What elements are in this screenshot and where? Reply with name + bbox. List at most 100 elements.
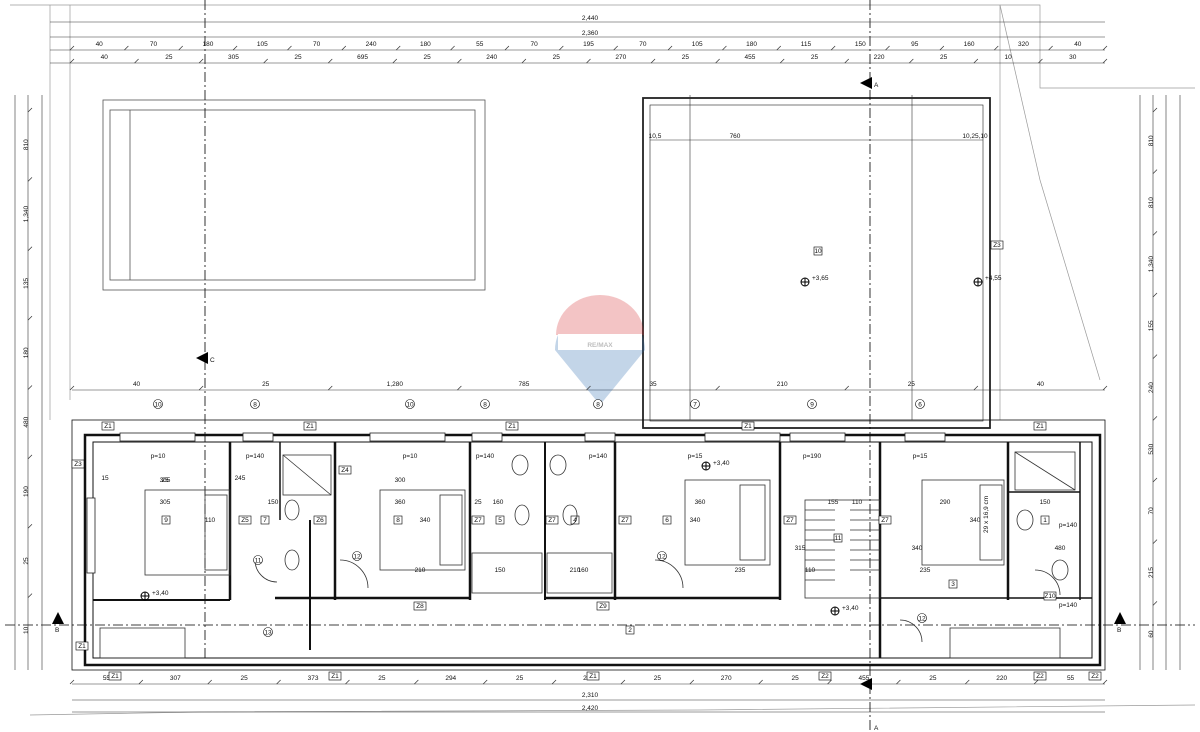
interior-dim: 155 <box>828 499 839 506</box>
z-label: Z7 <box>548 517 556 524</box>
dim-tick <box>395 45 401 51</box>
dim-value: 25 <box>811 54 819 61</box>
room-number: 3 <box>951 581 955 588</box>
interior-dim: 110 <box>805 567 816 574</box>
level-3: +3,40 <box>152 590 169 597</box>
dim-value: 115 <box>801 41 812 48</box>
dim-value: 195 <box>583 41 594 48</box>
dim-value: 270 <box>615 54 626 61</box>
dim-value: 25 <box>929 675 937 682</box>
dim-value: 160 <box>964 41 975 48</box>
z-label-box <box>338 465 352 475</box>
dim-value: 25 <box>791 675 799 682</box>
dim-tick <box>1048 45 1053 51</box>
section-b-left: B <box>55 627 59 634</box>
interior-dim: 315 <box>795 545 806 552</box>
room-circle <box>153 399 163 409</box>
dim-tick <box>1102 45 1108 51</box>
room-circle <box>253 555 263 565</box>
dim-value: 105 <box>257 41 268 48</box>
dim-tick <box>178 45 183 51</box>
level-marks: +3,65 +4,55 +3,40 +3,40 +3,40 <box>140 275 1002 616</box>
dim-tick <box>994 45 999 51</box>
dim-value: 55 <box>1067 675 1075 682</box>
dim-tick <box>457 58 462 64</box>
dim-value: 180 <box>746 41 757 48</box>
room-circle <box>405 399 415 409</box>
room-circle <box>480 399 490 409</box>
dim-tick <box>939 45 945 51</box>
dim-tick <box>559 45 564 51</box>
dim-tick <box>1102 679 1108 685</box>
door-label: p=140 <box>246 453 265 460</box>
dim-value: 70 <box>150 41 158 48</box>
bed-3 <box>684 479 771 566</box>
bath-1 <box>471 552 543 594</box>
dim-tick <box>973 385 979 391</box>
z-label: Z2 <box>1091 673 1099 680</box>
z-label: Z1 <box>331 673 339 680</box>
dim-tick <box>276 679 281 685</box>
z-label: Z1 <box>1036 423 1044 430</box>
dim-tick <box>830 45 836 51</box>
dim-value: 1,340 <box>23 206 30 223</box>
dim-tick <box>844 58 849 64</box>
interior-dim: 235 <box>920 567 931 574</box>
z-label: Z1 <box>589 673 597 680</box>
section-axes <box>5 0 1195 732</box>
dim-value: 70 <box>639 41 647 48</box>
dim-tick <box>1102 385 1108 391</box>
dim-tick <box>1152 477 1158 483</box>
dim-value: 70 <box>1148 507 1155 515</box>
level-5: +3,40 <box>842 605 859 612</box>
interior-dim: 110 <box>852 499 863 506</box>
dim-upper-105: 10,5 <box>649 133 662 140</box>
z-label: Z7 <box>474 517 482 524</box>
room-number-box <box>260 515 270 525</box>
dim-tick <box>207 679 212 685</box>
z-label-box <box>238 515 252 525</box>
interior-dim: 360 <box>395 499 406 506</box>
dim-value: 220 <box>874 54 885 61</box>
dim-bottom-total: 2,420 <box>582 705 599 712</box>
dim-tick <box>1152 169 1158 174</box>
interior-dim: 210 <box>570 567 581 574</box>
level-1: +3,65 <box>812 275 829 282</box>
dim-value: 25 <box>553 54 561 61</box>
room-tag: 6 <box>918 402 922 409</box>
dim-tick <box>1152 292 1158 298</box>
dim-value: 25 <box>378 675 386 682</box>
room-number: 2 <box>628 627 632 634</box>
dim-tick <box>586 58 591 64</box>
dim-tick <box>1152 107 1158 113</box>
z-label-box <box>818 671 832 681</box>
room-number: 9 <box>164 517 168 524</box>
dim-value: 240 <box>486 54 497 61</box>
dim-tick <box>341 45 347 51</box>
z-label: Z1 <box>508 423 516 430</box>
dim-row-bottom: 5530725373252942524025270254552522055 <box>69 675 1108 685</box>
dim-tick <box>715 58 720 64</box>
room-circle <box>807 399 817 409</box>
dim-value: 307 <box>170 675 181 682</box>
dim-value: 455 <box>744 54 755 61</box>
door-label: p=190 <box>803 453 822 460</box>
interior-dim: 340 <box>690 517 701 524</box>
dim-value: 530 <box>1148 443 1155 454</box>
dim-tick <box>124 45 129 51</box>
section-a-top: A <box>874 82 879 89</box>
dim-tick <box>722 45 727 51</box>
z-label-box <box>1033 421 1047 431</box>
z-label-box <box>303 421 317 431</box>
dim-tick <box>414 679 419 685</box>
z-label-box <box>783 515 797 525</box>
bed-2 <box>379 489 466 571</box>
interior-dim: 340 <box>912 545 923 552</box>
dim-value: 70 <box>313 41 321 48</box>
dim-value: 25 <box>262 381 270 388</box>
z-label-box <box>1088 671 1102 681</box>
